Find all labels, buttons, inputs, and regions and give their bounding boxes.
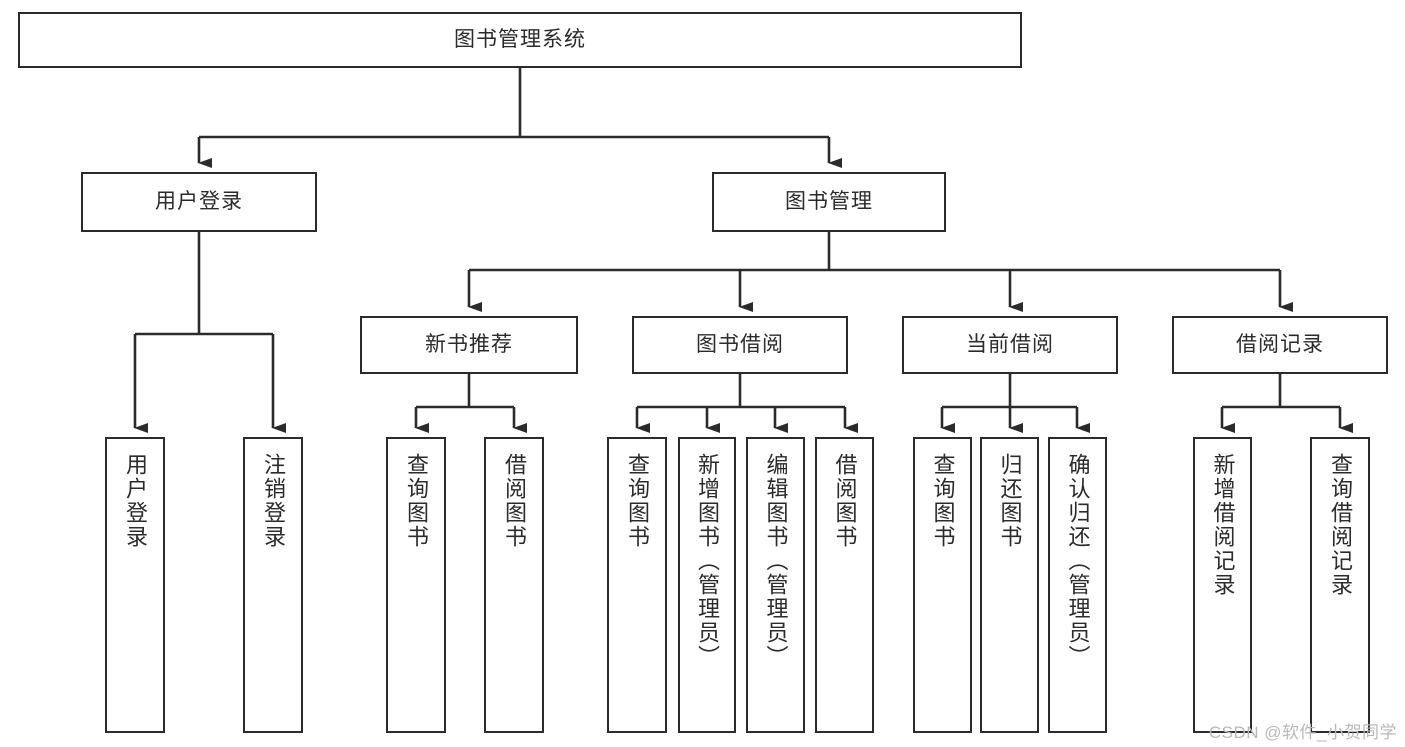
leaf-query-book-borrow-label: 查询图书 (624, 453, 650, 549)
node-root-system-label: 图书管理系统 (454, 27, 586, 51)
watermark: CSDN @软件_小贺同学 (1208, 723, 1397, 742)
leaf-user-login-label: 用户登录 (122, 453, 148, 549)
node-new-book-recommend-label: 新书推荐 (425, 332, 513, 356)
leaf-return-book[interactable]: 归还图书 (980, 437, 1039, 733)
leaf-query-borrow-record-label: 查询借阅记录 (1327, 453, 1353, 597)
node-book-borrow[interactable]: 图书借阅 (632, 316, 848, 374)
leaf-borrow-book[interactable]: 借阅图书 (815, 437, 874, 733)
leaf-query-book-rec[interactable]: 查询图书 (386, 437, 446, 733)
leaf-query-book-current-label: 查询图书 (930, 453, 956, 549)
node-user-login-label: 用户登录 (155, 189, 243, 213)
node-borrow-record[interactable]: 借阅记录 (1172, 316, 1388, 374)
leaf-user-login[interactable]: 用户登录 (105, 437, 165, 733)
node-borrow-record-label: 借阅记录 (1236, 332, 1324, 356)
leaf-edit-book-admin-label: 编辑图书（管理员） (763, 453, 789, 669)
leaf-query-book-borrow[interactable]: 查询图书 (607, 437, 667, 733)
leaf-logout-label: 注销登录 (260, 453, 286, 549)
leaf-edit-book-admin[interactable]: 编辑图书（管理员） (746, 437, 805, 733)
leaf-confirm-return-admin[interactable]: 确认归还（管理员） (1048, 437, 1107, 733)
leaf-add-book-admin-label: 新增图书（管理员） (694, 453, 720, 669)
leaf-query-book-current[interactable]: 查询图书 (913, 437, 972, 733)
leaf-add-book-admin[interactable]: 新增图书（管理员） (678, 437, 736, 733)
node-current-borrow-label: 当前借阅 (966, 332, 1054, 356)
node-current-borrow[interactable]: 当前借阅 (902, 316, 1118, 374)
node-root-system[interactable]: 图书管理系统 (18, 12, 1022, 68)
leaf-return-book-label: 归还图书 (997, 453, 1023, 549)
leaf-logout[interactable]: 注销登录 (243, 437, 303, 733)
node-book-management[interactable]: 图书管理 (712, 172, 946, 232)
node-new-book-recommend[interactable]: 新书推荐 (360, 316, 578, 374)
node-book-management-label: 图书管理 (785, 189, 873, 213)
leaf-query-borrow-record[interactable]: 查询借阅记录 (1310, 437, 1370, 733)
leaf-borrow-book-rec[interactable]: 借阅图书 (484, 437, 544, 733)
leaf-borrow-book-label: 借阅图书 (832, 453, 858, 549)
leaf-add-borrow-record[interactable]: 新增借阅记录 (1193, 437, 1252, 733)
leaf-confirm-return-admin-label: 确认归还（管理员） (1065, 453, 1091, 669)
node-book-borrow-label: 图书借阅 (696, 332, 784, 356)
leaf-add-borrow-record-label: 新增借阅记录 (1210, 453, 1236, 597)
node-user-login[interactable]: 用户登录 (81, 172, 317, 232)
leaf-query-book-rec-label: 查询图书 (403, 453, 429, 549)
leaf-borrow-book-rec-label: 借阅图书 (501, 453, 527, 549)
